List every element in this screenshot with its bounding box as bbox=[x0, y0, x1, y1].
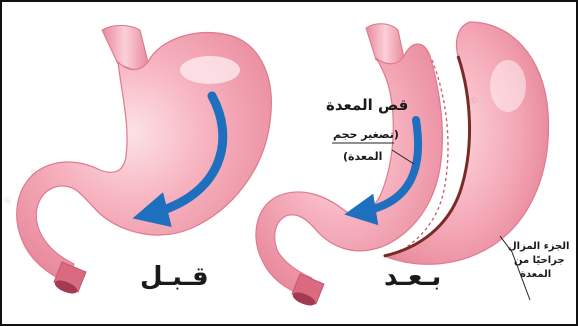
removed-label-line1: الجزء المزال bbox=[508, 240, 569, 254]
before-highlight bbox=[180, 56, 240, 84]
removed-label-line3: المعدة bbox=[520, 268, 551, 282]
removed-label-line2: جراحيًا من bbox=[514, 254, 565, 268]
before-esophagus bbox=[102, 26, 148, 72]
before-stomach bbox=[17, 26, 272, 297]
sleeve-title: قص المعدة bbox=[326, 96, 408, 114]
caption-after: بـعـد bbox=[384, 262, 441, 292]
sleeve-paren-line1: (تصغير حجم bbox=[333, 128, 399, 141]
removed-highlight bbox=[490, 60, 526, 112]
sleeve-paren-line2: المعدة) bbox=[343, 150, 382, 163]
caption-before: قـبـل bbox=[140, 262, 209, 292]
